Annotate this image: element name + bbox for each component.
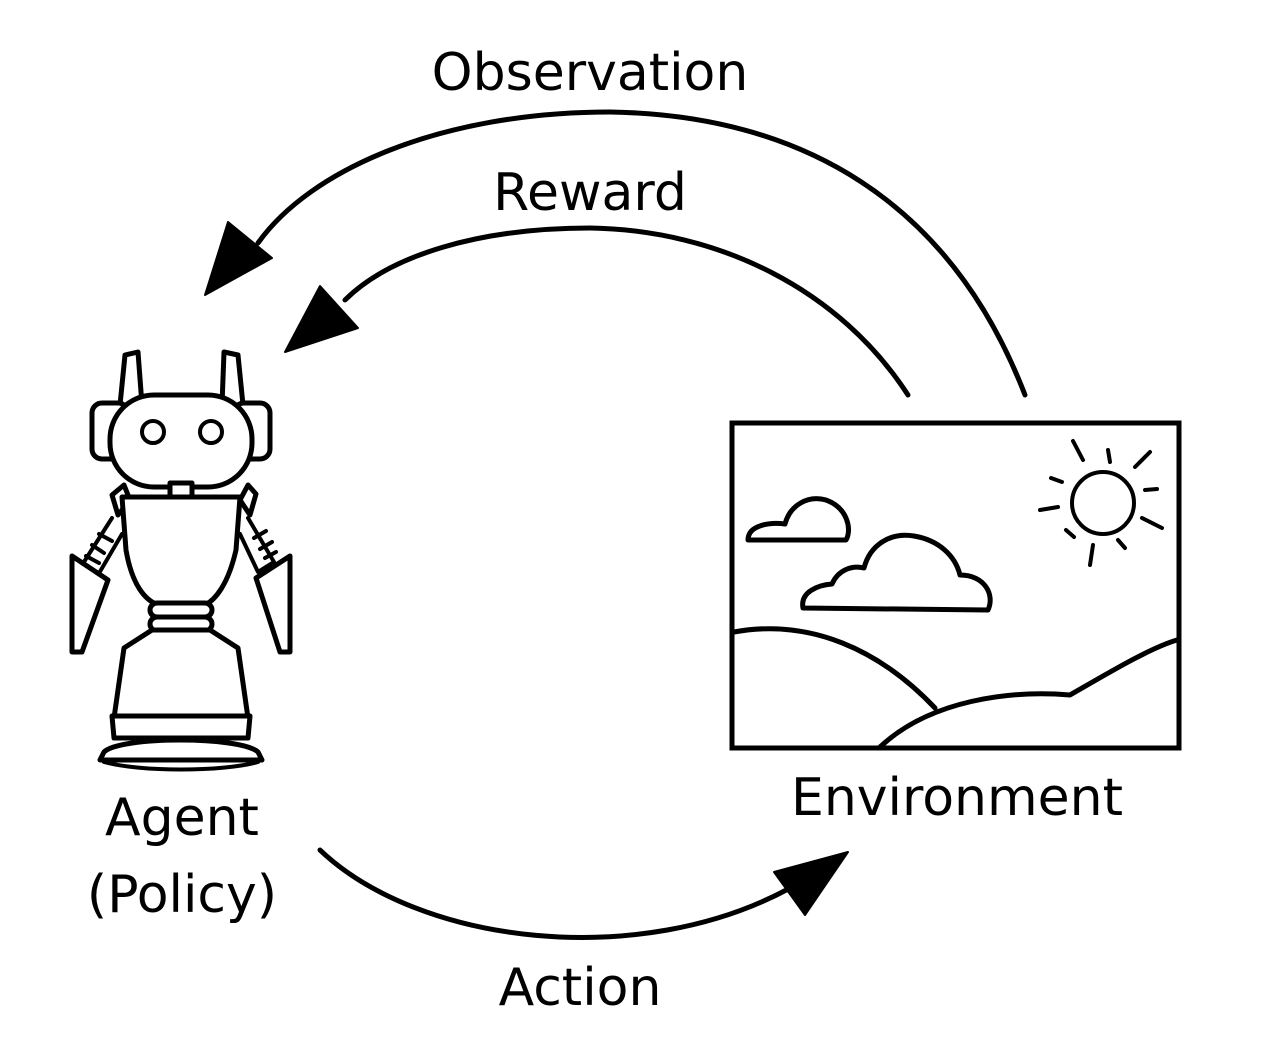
environment-label: Environment [791, 768, 1123, 828]
action-arrow [317, 847, 849, 940]
cloud-icon [800, 532, 993, 613]
action-label: Action [499, 958, 662, 1018]
agent-label: Agent [105, 788, 259, 848]
landscape-icon [729, 420, 1182, 751]
agent-policy-label: (Policy) [87, 865, 277, 925]
sun-icon [1038, 439, 1164, 567]
reward-arrow [284, 225, 911, 398]
robot-icon [69, 349, 293, 772]
observation-arrow [204, 109, 1028, 398]
reward-label: Reward [493, 163, 687, 223]
cloud-icon [745, 496, 851, 543]
observation-label: Observation [432, 43, 749, 103]
